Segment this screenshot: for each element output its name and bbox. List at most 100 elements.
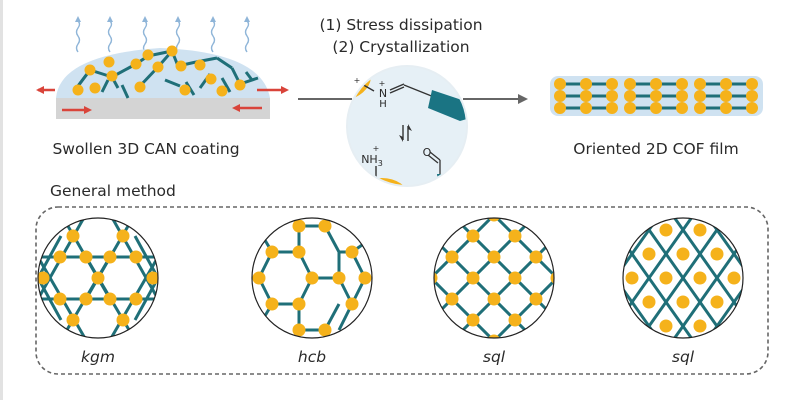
cof-node <box>580 78 592 90</box>
lattice-node <box>103 250 117 264</box>
left-label: Swollen 3D CAN coating <box>52 140 239 158</box>
topology-lattice <box>38 218 158 338</box>
monomer-node <box>134 81 146 93</box>
equilibrium-arrows-icon <box>399 124 412 142</box>
lattice-node <box>79 292 93 306</box>
lattice-node <box>727 271 741 285</box>
lattice-bond <box>759 193 800 363</box>
topology-kgm: kgm <box>37 217 159 366</box>
monomer-node <box>152 61 164 73</box>
amine-node-bottom <box>356 178 408 185</box>
lattice-node <box>487 218 501 222</box>
cof-node <box>720 90 732 102</box>
cof-film-lattice <box>554 78 758 114</box>
lattice-node <box>345 245 359 259</box>
lattice-node <box>529 292 543 306</box>
linker-bond <box>216 56 233 70</box>
lattice-node <box>116 229 130 243</box>
cof-node <box>720 102 732 114</box>
lattice-node <box>53 292 67 306</box>
lattice-bond <box>38 277 63 321</box>
cof-node <box>554 102 566 114</box>
topology-circle-outline <box>37 217 159 339</box>
lattice-node <box>676 247 690 261</box>
lattice-node <box>508 313 522 327</box>
lattice-node <box>693 271 707 285</box>
lattice-node <box>487 334 501 338</box>
linker-bond <box>220 77 232 93</box>
cof-node <box>676 90 688 102</box>
cof-node <box>650 102 662 114</box>
lattice-node <box>659 271 673 285</box>
lattice-node <box>332 271 346 285</box>
lattice-node <box>91 271 105 285</box>
cof-node <box>676 78 688 90</box>
topology-lattice <box>623 193 800 363</box>
lattice-node <box>642 295 656 309</box>
topology-label: sql <box>483 348 506 366</box>
vapor-arrowhead <box>244 16 250 22</box>
monomer-node <box>166 45 178 57</box>
cof-node <box>746 90 758 102</box>
monomer-node <box>205 73 217 85</box>
lattice-node <box>292 297 306 311</box>
amine-label: NH3 <box>361 153 383 168</box>
lattice-node <box>625 271 639 285</box>
topology-label: sql <box>672 348 695 366</box>
lattice-node <box>103 292 117 306</box>
lattice-node <box>318 323 332 337</box>
monomer-node <box>175 60 187 72</box>
lattice-node <box>252 271 266 285</box>
cof-node <box>580 90 592 102</box>
vapor-wave <box>107 20 113 53</box>
vapor-wave <box>244 20 250 53</box>
iminium-charge-sign: + <box>379 79 386 88</box>
lattice-node <box>129 292 143 306</box>
monomer-node <box>106 70 118 82</box>
lattice-node <box>487 250 501 264</box>
lattice-node <box>529 250 543 264</box>
cof-node <box>720 78 732 90</box>
vapor-arrow <box>75 16 81 53</box>
lattice-node <box>146 271 158 285</box>
cof-node <box>606 102 618 114</box>
lattice-node <box>265 297 279 311</box>
expansion-arrow-right <box>257 86 289 94</box>
cof-node <box>650 90 662 102</box>
vapor-arrow <box>210 16 216 53</box>
swollen-can-coating-graphic <box>36 16 289 119</box>
vapor-arrowhead <box>142 16 148 22</box>
lattice-node <box>292 245 306 259</box>
linker-bond <box>120 84 130 99</box>
vapor-wave <box>75 20 81 53</box>
vapor-wave <box>210 20 216 53</box>
lattice-bond <box>655 218 743 338</box>
cof-node <box>554 90 566 102</box>
lattice-bond <box>793 193 800 363</box>
lattice-node <box>508 229 522 243</box>
lattice-node <box>550 271 554 285</box>
cof-node <box>650 78 662 90</box>
topology-hcb: hcb <box>251 217 373 366</box>
polymer-network <box>72 45 259 99</box>
lattice-node <box>79 250 93 264</box>
vapor-arrowhead <box>107 16 113 22</box>
expansion-arrow-left <box>36 86 55 94</box>
general-method-label: General method <box>50 182 176 200</box>
lattice-node <box>659 223 673 237</box>
cof-node <box>624 90 636 102</box>
iminium-charge: + <box>354 76 361 85</box>
monomer-node <box>142 49 154 61</box>
lattice-node <box>129 250 143 264</box>
topology-circle-outline <box>433 217 555 339</box>
monomer-node <box>84 64 96 76</box>
lattice-node <box>345 297 359 311</box>
amine-subscript: 3 <box>378 159 383 168</box>
right-label: Oriented 2D COF film <box>573 140 738 158</box>
process-step-1: (1) Stress dissipation <box>319 16 482 34</box>
cof-node <box>694 90 706 102</box>
lattice-bond <box>793 193 800 363</box>
topology-circle-outline <box>251 217 373 339</box>
linker-bond <box>244 71 254 81</box>
